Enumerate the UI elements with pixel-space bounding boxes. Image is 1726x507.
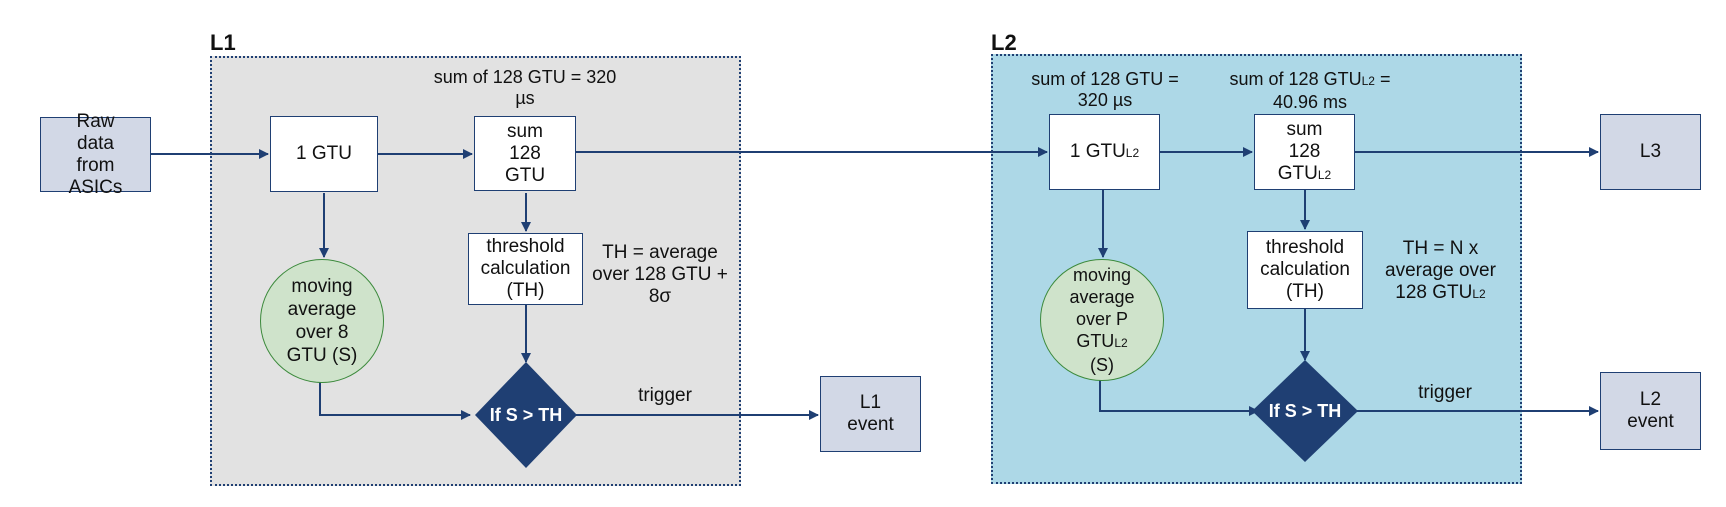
l2-sum-box: sum 128 GTUL2 [1254, 114, 1355, 190]
l2-gtu-main: 1 GTU [1069, 140, 1126, 162]
l2-threshold-label: threshold calculation (TH) [1260, 237, 1350, 302]
trigger-label-l2: trigger [1418, 382, 1472, 403]
th-note: TH = average over 128 GTU + 8σ [592, 242, 728, 307]
l1-event-box: L1 event [820, 376, 921, 452]
l2-moving-average-main: moving average over P GTU [1069, 265, 1135, 351]
l2-moving-average-circle: moving average over P GTUL2 (S) [1040, 259, 1164, 381]
l2-sum-note-tail: = 40.96 ms [1272, 69, 1391, 112]
decision-diamond-l1 [475, 362, 577, 468]
threshold-box: threshold calculation (TH) [468, 233, 583, 305]
raw-data-box: Raw data from ASICs [40, 111, 151, 198]
decision-diamond-l2 [1252, 360, 1358, 462]
l2-gtu-box: 1 GTUL2 [1049, 114, 1160, 190]
l2-gtu-note: sum of 128 GTU = 320 µs [1031, 69, 1179, 110]
l2-th-note-main: TH = N x average over 128 GTU [1385, 238, 1496, 303]
moving-average-circle: moving average over 8 GTU (S) [260, 259, 384, 383]
l2-sum-note-main: sum of 128 GTU [1229, 69, 1362, 89]
sum-note: sum of 128 GTU = 320 µs [433, 67, 617, 108]
l2-sum-box-sub: L2 [1317, 167, 1332, 182]
l1-label: L1 [210, 30, 236, 55]
arrow-l2moving-to-if [1099, 378, 1259, 416]
condition-label: If S > TH [489, 404, 563, 425]
arrow-moving-to-if [319, 381, 471, 420]
trigger-label-l1: trigger [638, 385, 692, 406]
l2-gtu-label: 1 GTUL2 [1070, 141, 1139, 164]
l2-condition-label: If S > TH [1268, 400, 1342, 421]
l2-sum-note: sum of 128 GTUL2 = 40.96 ms [1210, 69, 1410, 113]
l2-th-note-sub: L2 [1472, 287, 1486, 301]
moving-average-label: moving average over 8 GTU (S) [286, 276, 358, 366]
l2-sum-box-label: sum 128 GTUL2 [1270, 119, 1340, 186]
threshold-label: threshold calculation (TH) [480, 236, 571, 301]
l2-threshold-box: threshold calculation (TH) [1247, 231, 1363, 309]
gtu-label: 1 GTU [296, 143, 352, 164]
l3-box: L3 [1600, 114, 1701, 190]
l2-sum-note-sub: L2 [1361, 74, 1375, 88]
l2-event-box: L2 event [1600, 372, 1701, 450]
raw-data-label: Raw data from ASICs [68, 110, 123, 198]
l2-label: L2 [991, 30, 1017, 55]
l2-th-note: TH = N x average over 128 GTUL2 [1378, 238, 1503, 305]
l2-gtu-sub: L2 [1125, 145, 1140, 160]
l1-event-label: L1 event [847, 392, 894, 435]
gtu-box: 1 GTU [270, 116, 378, 192]
l2-moving-average-tail: (S) [1090, 355, 1114, 375]
l2-event-label: L2 event [1627, 389, 1674, 432]
sum-box: sum 128 GTU [474, 116, 576, 191]
sum-box-label: sum 128 GTU [504, 120, 546, 186]
l3-label: L3 [1639, 141, 1662, 162]
l2-moving-average-label: moving average over P GTUL2 (S) [1062, 264, 1142, 376]
l2-moving-average-sub: L2 [1114, 336, 1128, 350]
l2-sum-box-main: sum 128 GTU [1277, 118, 1323, 184]
